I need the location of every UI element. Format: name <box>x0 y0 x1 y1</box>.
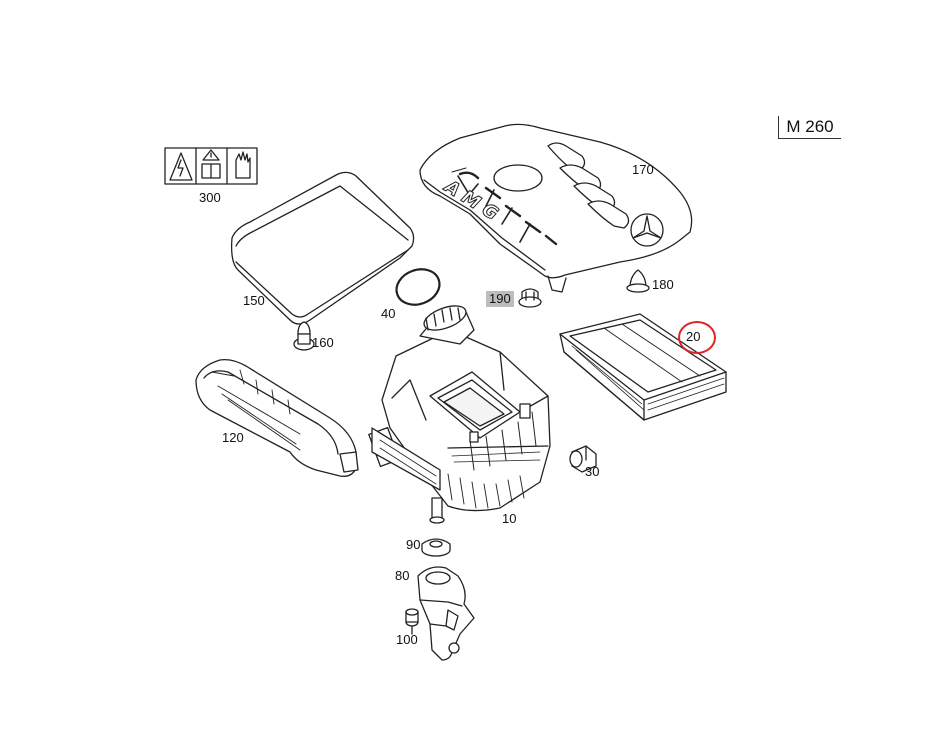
air-intake-duct <box>195 358 359 477</box>
grommet-190 <box>518 288 542 308</box>
part-label-180[interactable]: 180 <box>652 277 674 292</box>
star-emblem <box>630 213 664 247</box>
part-label-190[interactable]: 190 <box>486 291 514 307</box>
air-filter-housing <box>368 305 551 524</box>
screw-100 <box>405 608 419 635</box>
rubber-grommet-180 <box>626 269 650 293</box>
model-code-box: M 260 <box>778 116 841 139</box>
engine-cover <box>419 123 693 293</box>
part-label-30[interactable]: 30 <box>585 464 600 479</box>
part-label-90[interactable]: 90 <box>406 537 421 552</box>
part-label-40[interactable]: 40 <box>381 306 396 321</box>
part-label-300[interactable]: 300 <box>199 190 221 205</box>
part-label-150[interactable]: 150 <box>243 293 265 308</box>
mounting-bracket <box>417 566 475 661</box>
part-label-100[interactable]: 100 <box>396 632 418 647</box>
part-label-10[interactable]: 10 <box>502 511 517 526</box>
part-label-160[interactable]: 160 <box>312 335 334 350</box>
warning-labels-decal <box>164 147 258 185</box>
air-cleaner-cover-panel <box>230 171 415 325</box>
part-label-170[interactable]: 170 <box>632 162 654 177</box>
model-code: M 260 <box>786 117 834 136</box>
highlight-circle-20 <box>678 321 716 354</box>
part-label-80[interactable]: 80 <box>395 568 410 583</box>
glove-hand-icon <box>235 151 251 179</box>
o-ring-seal <box>395 268 441 306</box>
air-filter-element <box>559 313 727 421</box>
part-label-120[interactable]: 120 <box>222 430 244 445</box>
rubber-mount-160 <box>293 321 315 351</box>
electric-warning-icon <box>169 152 193 181</box>
bushing-30 <box>569 445 597 473</box>
rubber-grommet-90 <box>421 538 451 557</box>
